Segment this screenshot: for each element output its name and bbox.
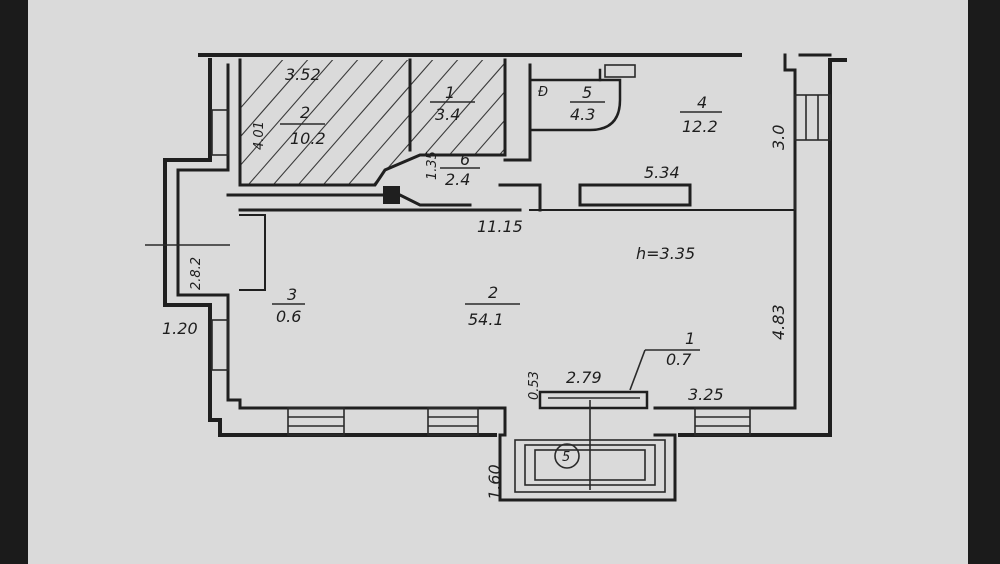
ceiling-height: h=3.35 <box>636 244 695 263</box>
room-5-area: 4.3 <box>570 105 595 124</box>
dim-entry-v: 0.53 <box>527 371 542 400</box>
room-4-area: 12.2 <box>682 117 718 136</box>
room-3-area: 0.6 <box>276 307 301 326</box>
entrance <box>498 390 677 502</box>
room-2-number: 2 <box>300 103 310 122</box>
porch-number: 5 <box>562 450 570 465</box>
dim-top-left: 3.52 <box>285 65 321 84</box>
dim-hall-width: 11.15 <box>477 217 523 236</box>
room-1-number: 1 <box>445 83 455 102</box>
room-6-area: 2.4 <box>445 170 470 189</box>
room-5-number: 5 <box>582 83 592 102</box>
dim-porch-v: 1.60 <box>485 464 504 500</box>
paper-sheet <box>28 0 968 564</box>
room-main-number: 2 <box>488 283 498 302</box>
dim-1-20: 1.20 <box>162 319 198 338</box>
svg-text:Ð: Ð <box>538 85 548 100</box>
dim-left-v2: 2.8.2 <box>189 257 204 290</box>
dim-small-v: 1.35 <box>425 151 440 180</box>
dimension-lines <box>145 180 796 391</box>
dim-bottom-right: 3.25 <box>688 385 724 404</box>
room-3-number: 3 <box>287 285 297 304</box>
dim-right-v: 3.0 <box>769 125 788 150</box>
dim-right-v2: 4.83 <box>769 304 788 340</box>
room-4-number: 4 <box>697 93 707 112</box>
room-6-number: 6 <box>460 150 470 169</box>
dim-left-v1: 4.01 <box>252 121 267 150</box>
room-1b-area: 0.7 <box>666 350 692 369</box>
dim-corridor: 5.34 <box>644 163 680 182</box>
windows <box>211 94 831 436</box>
room-2-area: 10.2 <box>290 129 326 148</box>
interior-walls <box>226 58 796 291</box>
room-1-area: 3.4 <box>435 105 460 124</box>
dim-entry-width: 2.79 <box>566 368 602 387</box>
room-main-area: 54.1 <box>468 310 504 329</box>
room-1b-number: 1 <box>685 329 695 348</box>
exterior-walls <box>163 53 847 437</box>
